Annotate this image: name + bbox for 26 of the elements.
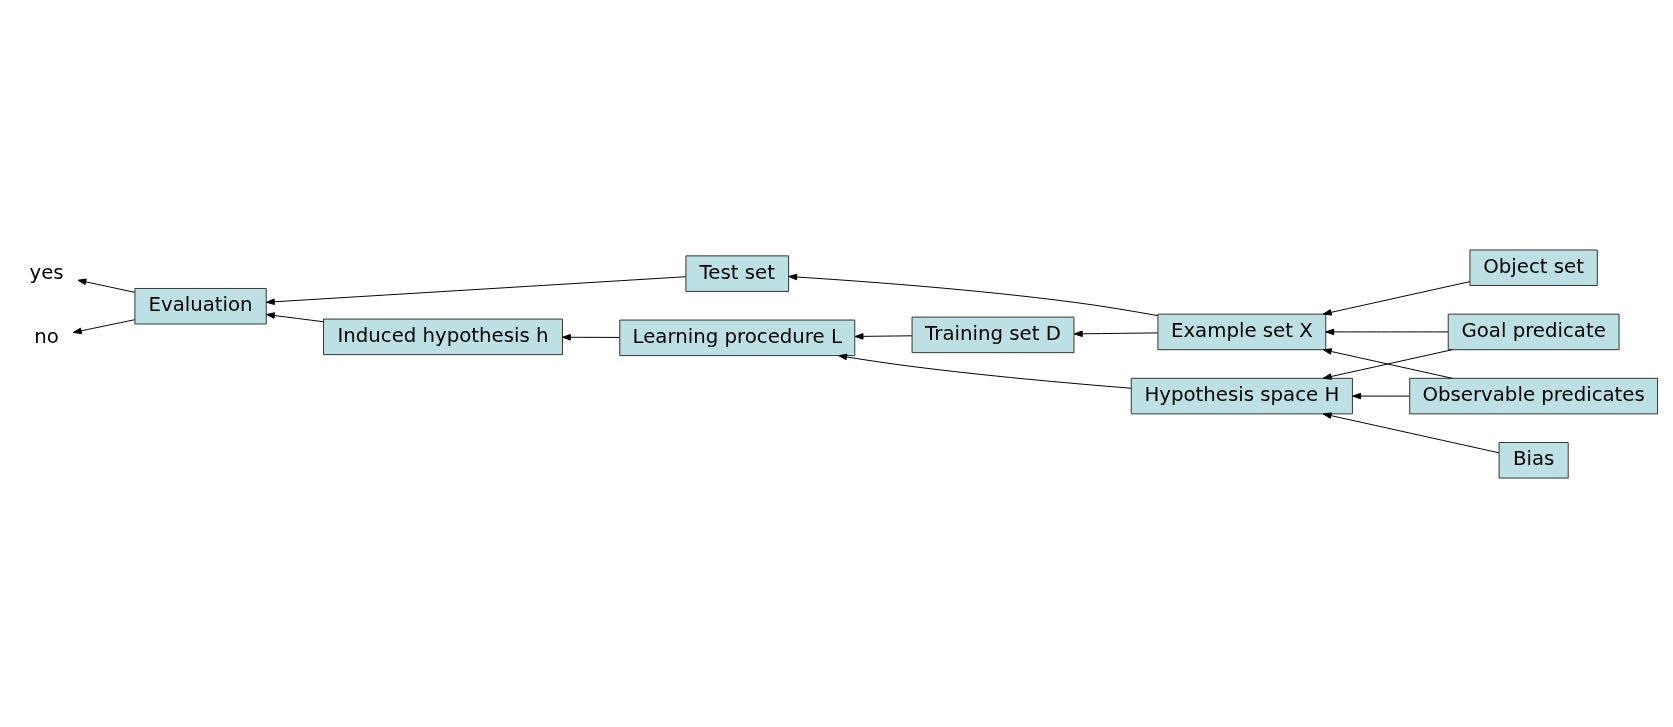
node-box: Test set xyxy=(685,254,790,292)
node-box: Induced hypothesis h xyxy=(323,318,563,355)
arrow xyxy=(266,311,324,322)
arrow xyxy=(1325,328,1449,335)
node-box: Example set X xyxy=(1157,313,1327,350)
node-text: no xyxy=(34,324,59,348)
arrow xyxy=(562,333,620,341)
arrow xyxy=(788,273,1159,316)
node-box: Learning procedure L xyxy=(619,319,856,356)
arrow xyxy=(1073,330,1159,337)
arrow xyxy=(1352,392,1410,399)
arrow xyxy=(77,278,136,293)
node-box: Bias xyxy=(1498,441,1569,479)
arrow xyxy=(854,332,913,340)
node-box: Object set xyxy=(1469,248,1598,286)
node-box: Observable predicates xyxy=(1409,377,1659,414)
arrow xyxy=(72,318,136,334)
arrow xyxy=(265,275,686,305)
node-box: Goal predicate xyxy=(1447,313,1620,350)
node-box: Evaluation xyxy=(134,287,267,324)
arrow xyxy=(1322,280,1471,316)
arrow xyxy=(1322,411,1500,453)
node-box: Hypothesis space H xyxy=(1130,377,1353,414)
node-text: yes xyxy=(29,260,64,284)
arrow xyxy=(838,353,1132,389)
node-box: Training set D xyxy=(911,316,1075,353)
